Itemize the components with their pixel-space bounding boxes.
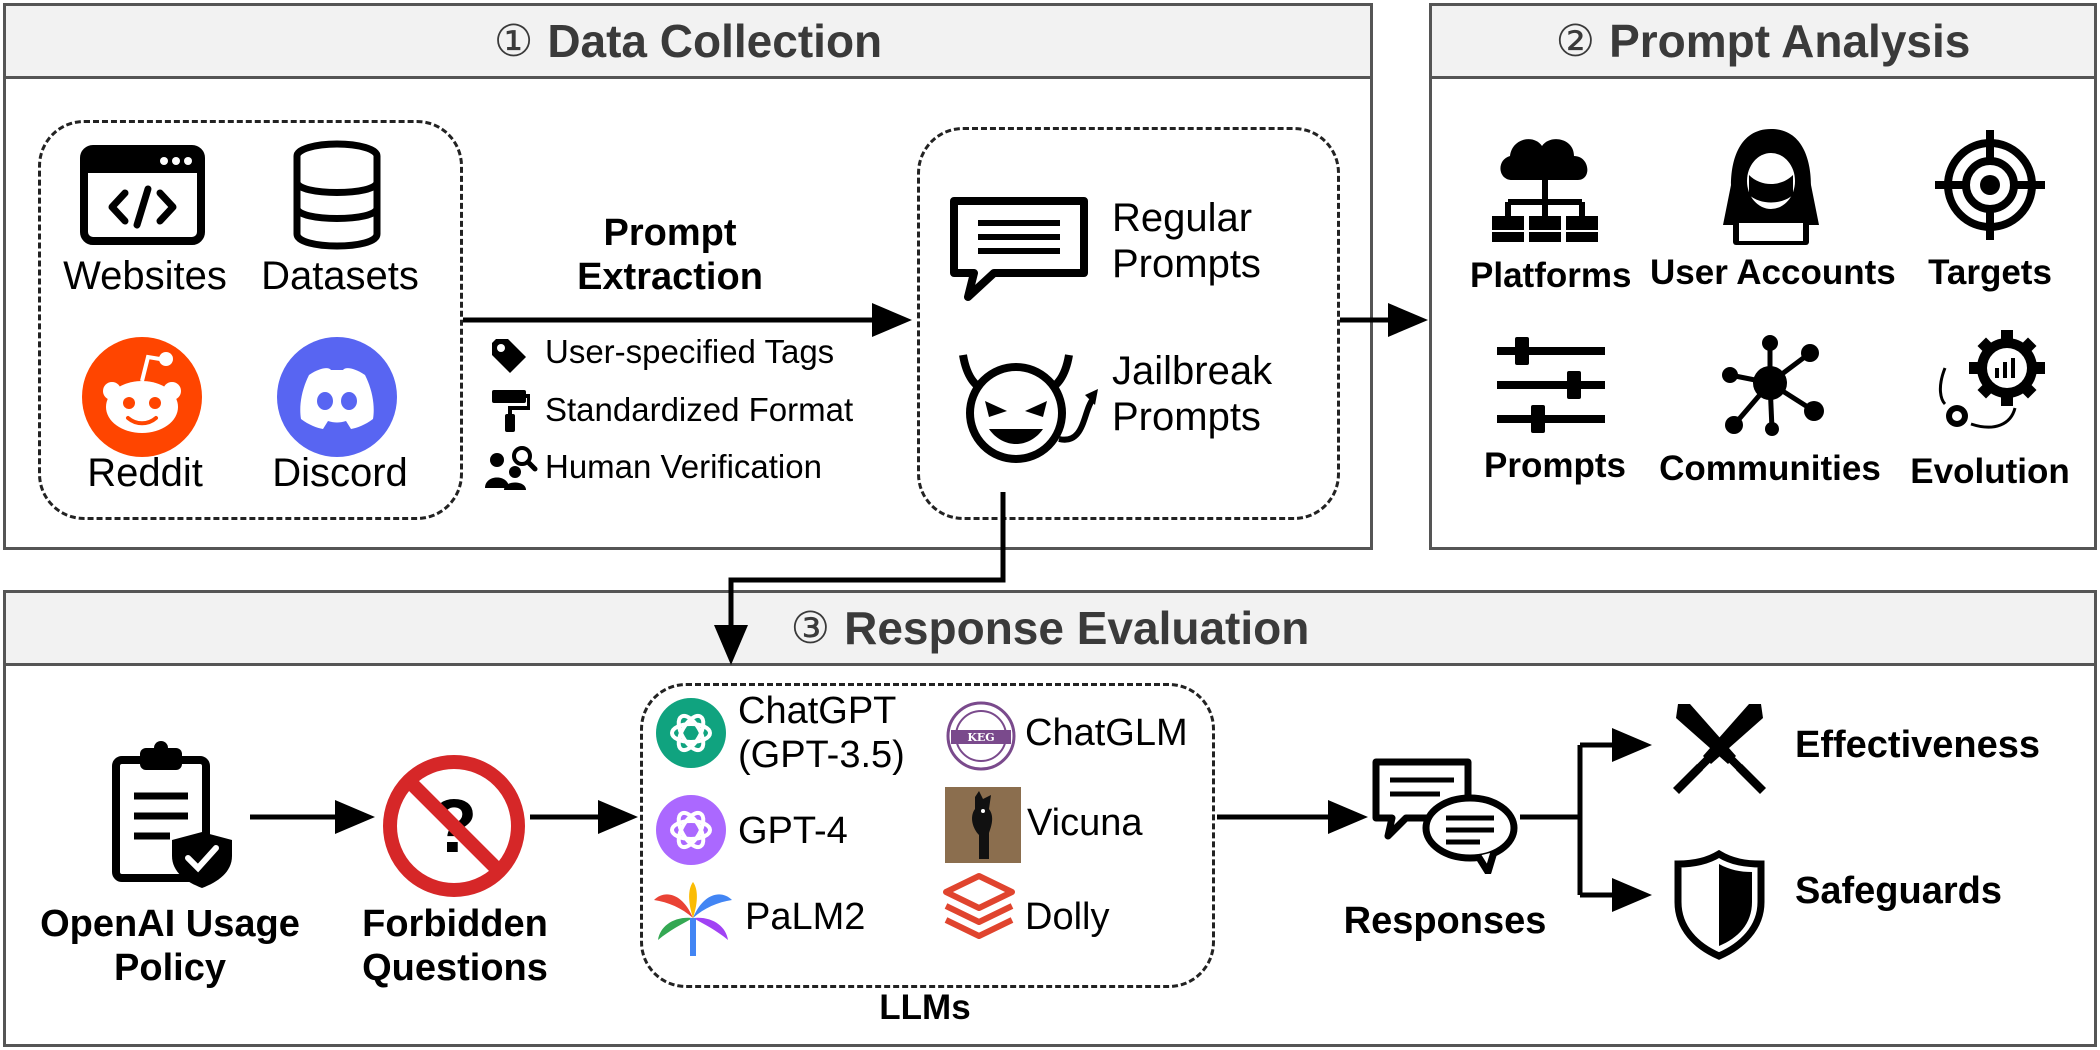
paint-roller-icon: [492, 390, 530, 432]
sources-group: [38, 120, 463, 520]
source-label-datasets: Datasets: [261, 254, 419, 298]
chatglm-logo-text: KEG: [967, 731, 994, 744]
shield-icon: [1674, 850, 1765, 960]
stage-title: Response Evaluation: [844, 602, 1310, 654]
code-window-icon: [80, 145, 205, 245]
people-search-icon: [485, 446, 538, 490]
network-nodes-icon: [1722, 335, 1824, 436]
responses-label: Responses: [1343, 900, 1547, 942]
target-icon: [1935, 130, 2045, 240]
llms-label: LLMs: [879, 988, 971, 1027]
policy-label: OpenAI Usage Policy: [40, 903, 300, 989]
analysis-item-user-accounts: User Accounts: [1650, 253, 1896, 292]
palm-icon: [654, 882, 732, 956]
source-label-reddit: Reddit: [87, 451, 203, 495]
llms-group: [640, 683, 1215, 988]
stage-number: ③: [790, 602, 831, 654]
devil-face-icon: [959, 354, 1098, 463]
data-collection-header: ① Data Collection: [6, 6, 1370, 79]
hacker-icon: [1723, 129, 1819, 245]
response-evaluation-header: ③ Response Evaluation: [6, 593, 2094, 666]
prompt-analysis-header: ② Prompt Analysis: [1432, 6, 2094, 79]
prompt-type-regular: Regular Prompts: [1112, 196, 1261, 286]
stage-number: ②: [1555, 15, 1596, 67]
crossed-swords-icon: [1673, 704, 1766, 794]
forbidden-question-icon: ?: [383, 755, 525, 897]
prompt-type-jailbreak: Jailbreak Prompts: [1112, 349, 1273, 439]
extraction-step-tags: User-specified Tags: [545, 333, 835, 370]
analysis-item-communities: Communities: [1659, 449, 1881, 488]
analysis-item-prompts: Prompts: [1484, 446, 1626, 485]
gpt4-icon: [656, 795, 726, 865]
llm-vicuna: Vicuna: [1027, 802, 1143, 844]
response-evaluation-panel: ③ Response Evaluation: [3, 590, 2097, 1047]
tag-icon: [492, 339, 526, 373]
outcome-effectiveness: Effectiveness: [1795, 724, 2041, 766]
data-collection-panel: ① Data Collection: [3, 3, 1373, 550]
source-label-websites: Websites: [63, 254, 227, 298]
extraction-step-verification: Human Verification: [545, 448, 822, 485]
extraction-step-format: Standardized Format: [545, 391, 854, 428]
gear-chart-icon: [1938, 330, 2045, 429]
analysis-item-targets: Targets: [1928, 253, 2052, 292]
llm-chatglm: ChatGLM: [1025, 712, 1188, 754]
reddit-icon: [82, 337, 202, 457]
openai-icon: [656, 698, 726, 768]
extraction-title: Prompt Extraction: [577, 212, 763, 298]
sliders-icon: [1497, 337, 1605, 433]
forbidden-questions-label: Forbidden Questions: [362, 903, 548, 989]
stage-title: Prompt Analysis: [1609, 15, 1971, 67]
prompt-analysis-panel: ② Prompt Analysis: [1429, 3, 2097, 550]
chatglm-icon: KEG: [946, 701, 1016, 771]
outcome-safeguards: Safeguards: [1795, 870, 2002, 912]
llm-gpt4: GPT-4: [738, 810, 848, 852]
discord-icon: [277, 337, 397, 457]
llm-chatgpt: ChatGPT (GPT-3.5): [738, 690, 905, 776]
dolly-icon: [943, 873, 1015, 939]
stage-title: Data Collection: [547, 15, 883, 67]
clipboard-shield-icon: [112, 741, 232, 888]
speech-bubble-icon: [950, 197, 1088, 301]
llm-palm2: PaLM2: [745, 896, 866, 938]
analysis-item-evolution: Evolution: [1910, 452, 2070, 491]
database-icon: [293, 140, 381, 250]
source-label-discord: Discord: [272, 451, 408, 495]
llm-dolly: Dolly: [1025, 896, 1110, 938]
cloud-network-icon: [1492, 139, 1598, 242]
stage-number: ①: [493, 15, 534, 67]
chat-bubbles-icon: [1372, 758, 1518, 874]
vicuna-icon: [945, 787, 1021, 863]
prompts-group: [917, 127, 1340, 520]
analysis-item-platforms: Platforms: [1470, 256, 1632, 295]
